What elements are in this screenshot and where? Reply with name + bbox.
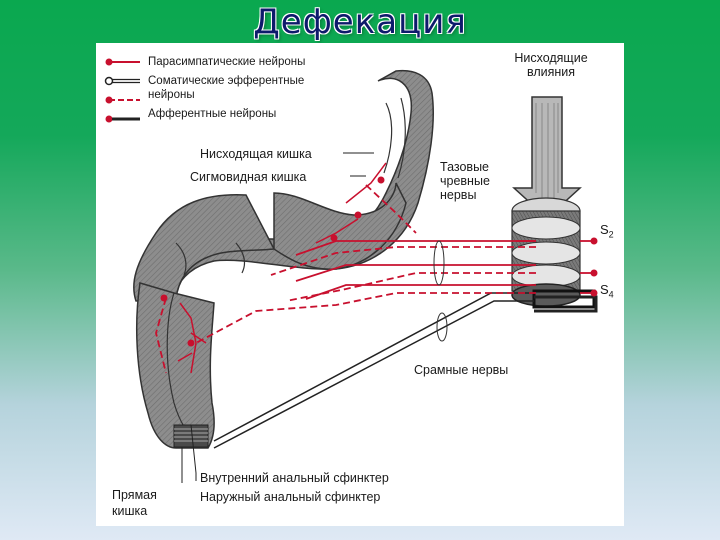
descending-influences-label-1: Нисходящие — [506, 51, 596, 65]
pelvic-nerves-label-2: чревные — [440, 174, 490, 188]
spinal-cord-segments — [512, 198, 594, 307]
s4-label: S4 — [600, 283, 614, 302]
pelvic-nerves-label-3: нервы — [440, 188, 476, 202]
external-sphincter-label: Наружный анальный сфинктер — [200, 490, 380, 504]
rectum — [137, 283, 214, 448]
sigmoid-colon-label: Сигмовидная кишка — [190, 170, 306, 184]
legend-somatic-symbol — [106, 78, 141, 85]
descending-colon-label: Нисходящая кишка — [200, 147, 312, 161]
pudendal-nerve — [214, 293, 596, 448]
diagram-panel: Парасимпатические нейроны Соматические э… — [96, 43, 624, 526]
legend-parasympathetic-symbol — [106, 59, 141, 66]
pelvic-nerves-label-1: Тазовые — [440, 160, 489, 174]
legend-afferent-label: Афферентные нейроны — [148, 107, 276, 121]
slide-title: Дефекация — [0, 2, 720, 42]
descending-influences-label-2: влияния — [506, 65, 596, 79]
internal-sphincter-label: Внутренний анальный сфинктер — [200, 471, 389, 485]
rectum-label-2: кишка — [112, 504, 147, 518]
legend-parasympathetic-label: Парасимпатические нейроны — [148, 55, 305, 69]
legend-somatic-label-2: нейроны — [148, 88, 195, 102]
rectum-label-1: Прямая — [112, 488, 157, 502]
pudendal-nerves-label: Срамные нервы — [414, 363, 508, 377]
legend-somatic-label-1: Соматические эфферентные — [148, 74, 304, 88]
s2-label: S2 — [600, 223, 614, 242]
legend-afferent-symbol — [106, 97, 141, 123]
